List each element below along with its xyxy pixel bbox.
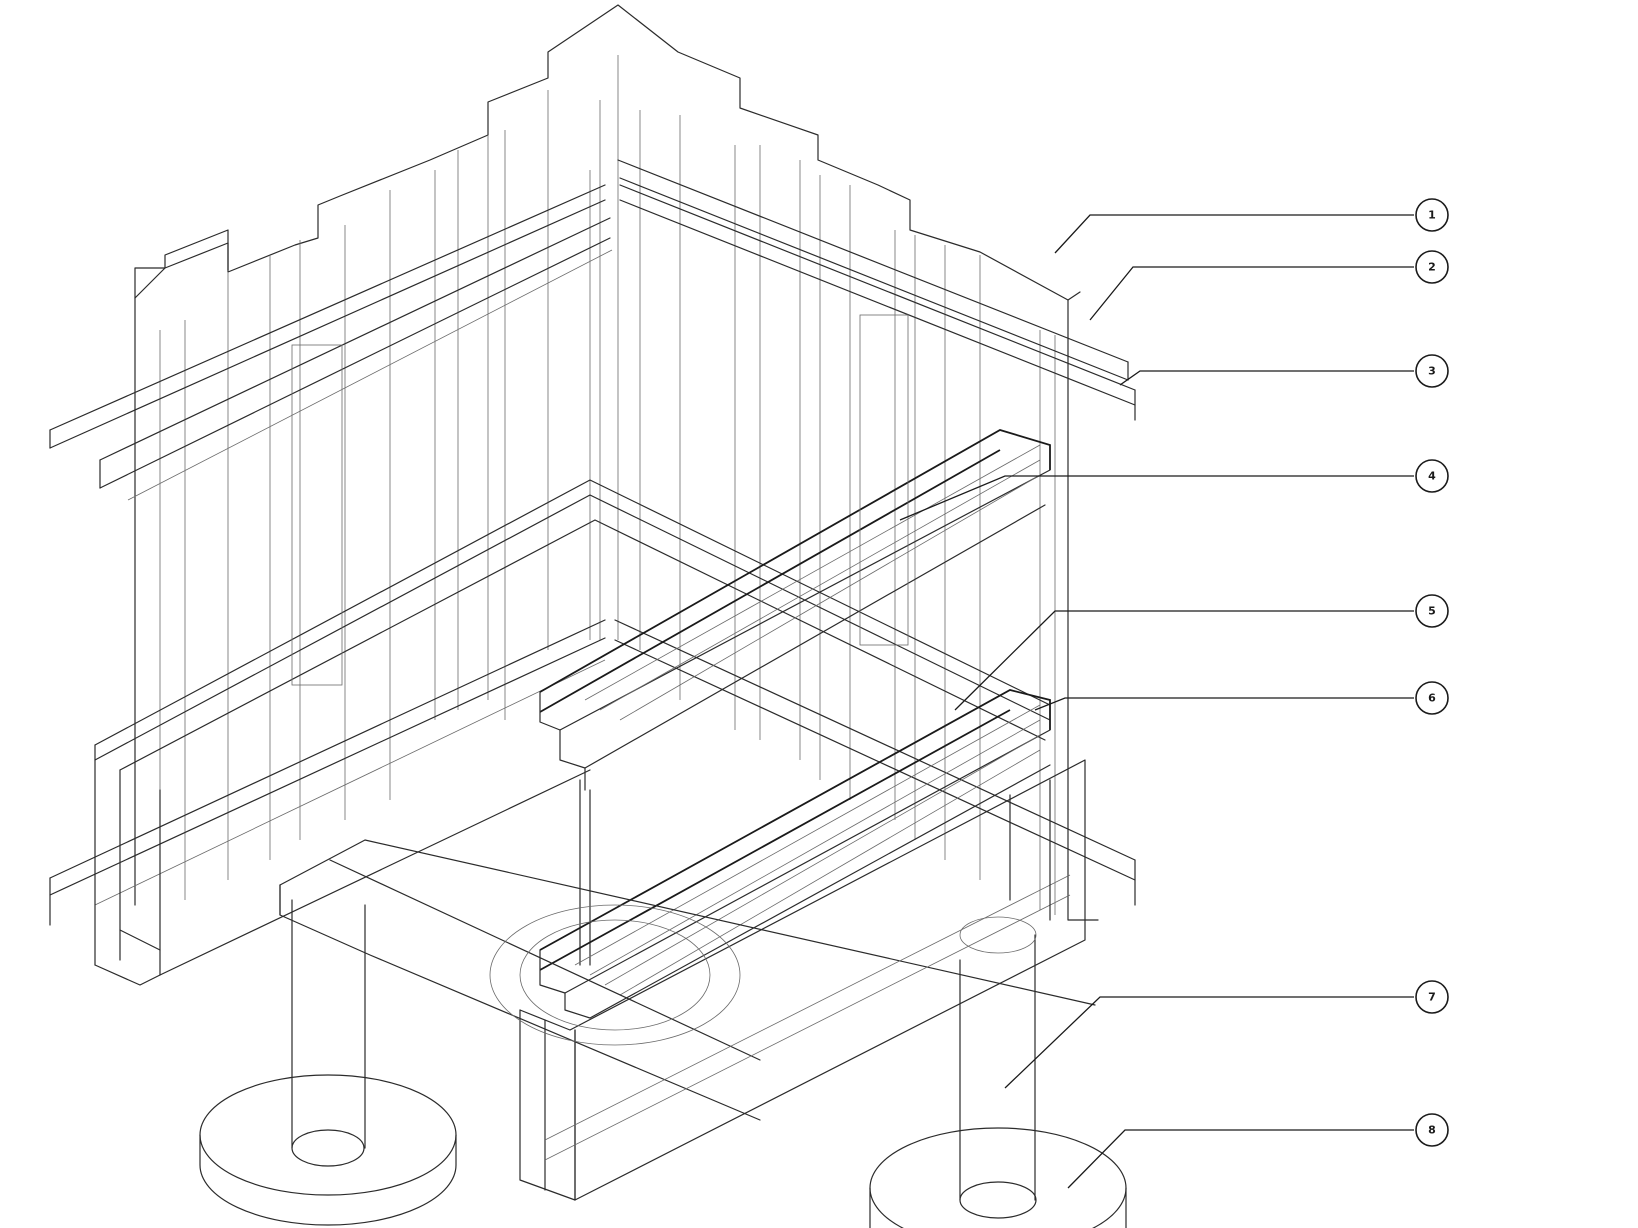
piles [291,899,1037,1219]
callout-circle-2 [1415,250,1449,284]
callout-circle-1 [1415,198,1449,232]
callout-leader-5 [954,610,1414,711]
callout-circle-6 [1415,681,1449,715]
wall-girts [49,159,1136,926]
callout-label-2: 2 [1428,261,1436,274]
callout-circle-5 [1415,594,1449,628]
callout-label-3: 3 [1428,365,1436,378]
left-wall-panels [159,55,619,905]
channel-beam-upper [539,429,1051,966]
callout-circle-4 [1415,459,1449,493]
callout-label-7: 7 [1428,991,1436,1004]
pile-foundations [199,1074,1127,1228]
window-openings [291,314,909,686]
callout-leader-8 [1067,1129,1414,1189]
callout-label-8: 8 [1428,1124,1436,1137]
callout-circle-3 [1415,354,1449,388]
callout-label-5: 5 [1428,605,1436,618]
callout-leader-1 [1054,214,1414,254]
base-frame [279,759,1096,1201]
callout-label-4: 4 [1428,470,1436,483]
callout-label-1: 1 [1428,209,1436,222]
cladding-outline [134,4,1099,921]
callout-leader-2 [1089,266,1414,321]
callout-circle-8 [1415,1113,1449,1147]
right-wall-panels [639,110,1056,915]
callout-leader-4 [899,475,1414,521]
callout-label-6: 6 [1428,692,1436,705]
callout-leader-3 [1119,370,1414,386]
callout-leader-7 [1004,996,1414,1089]
channel-beam-lower [539,689,1051,1019]
callout-group: 1 2 3 4 5 6 7 8 [899,198,1449,1189]
callout-circle-7 [1415,980,1449,1014]
callout-leader-6 [1034,697,1414,711]
